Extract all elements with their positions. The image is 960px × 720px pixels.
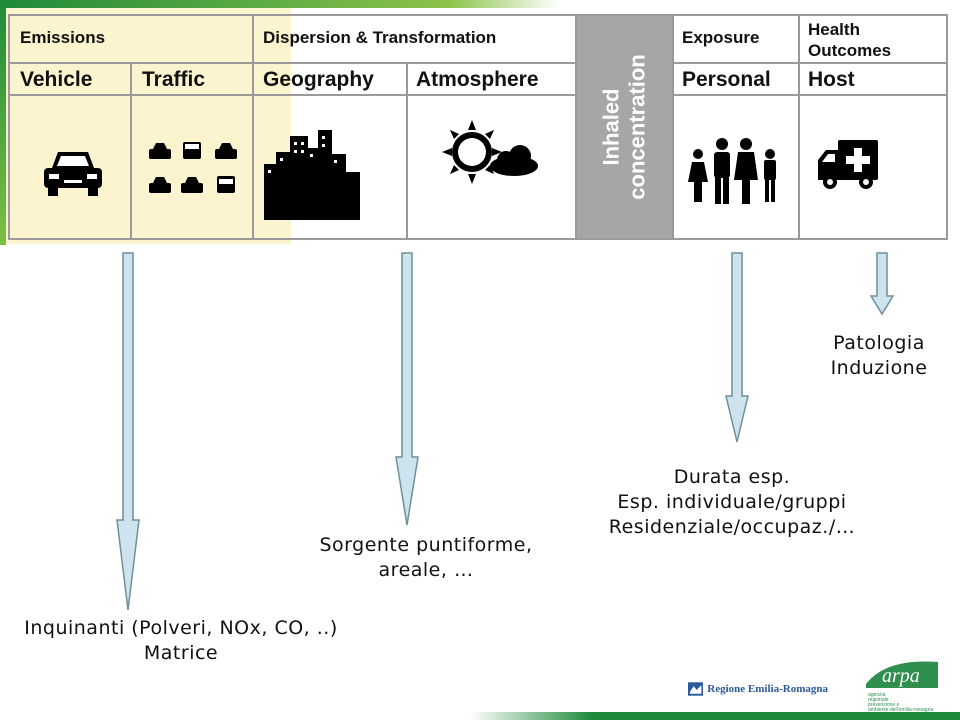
arrow-dispersion bbox=[395, 252, 419, 526]
decorative-band-left bbox=[0, 0, 6, 245]
arpa-sub-4: ambiente dell'emilia-romagna bbox=[868, 707, 934, 713]
decorative-band-top bbox=[0, 0, 560, 8]
subheader-vehicle: Vehicle bbox=[20, 68, 93, 91]
inhaled-concentration-label: Inhaled concentration bbox=[577, 16, 672, 238]
note-pollutants-line-1: Inquinanti (Polveri, NOx, CO, ..) bbox=[24, 617, 338, 639]
inhaled-line-2: concentration bbox=[624, 54, 650, 200]
header-exposure: Exposure bbox=[682, 28, 760, 47]
note-health-line-2: Induzione bbox=[830, 357, 928, 379]
note-exposure-line-1: Durata esp. bbox=[673, 466, 791, 488]
family-icon bbox=[688, 138, 776, 204]
note-exposure-line-3: Residenziale/occupaz./… bbox=[608, 516, 856, 538]
arrow-emissions bbox=[116, 252, 140, 611]
subheader-geography: Geography bbox=[263, 68, 374, 91]
divider-vehicle-traffic bbox=[130, 62, 132, 238]
divider-dispersion-inhaled bbox=[575, 16, 577, 238]
header-emissions: Emissions bbox=[20, 28, 106, 47]
car-icon bbox=[44, 152, 102, 196]
header-dispersion: Dispersion & Transformation bbox=[263, 28, 497, 47]
header-divider-left bbox=[10, 62, 577, 64]
arpa-logo-mark-icon: arpa bbox=[866, 661, 938, 688]
regione-logo-mark-icon bbox=[688, 682, 704, 696]
arpa-sub-3: prevenzione e bbox=[868, 702, 900, 708]
note-source: Sorgente puntiforme, areale, … bbox=[298, 533, 554, 583]
header-divider-right bbox=[672, 62, 948, 64]
inhaled-line-1: Inhaled bbox=[598, 88, 624, 166]
note-exposure: Durata esp. Esp. individuale/gruppi Resi… bbox=[592, 465, 872, 540]
inhaled-column-bg bbox=[577, 16, 672, 238]
arpa-logo: arpa agenzia regionale prevenzione e amb… bbox=[866, 658, 938, 714]
note-exposure-line-2: Esp. individuale/gruppi bbox=[617, 491, 847, 513]
note-health: Patologia Induzione bbox=[804, 331, 954, 381]
subheader-atmosphere: Atmosphere bbox=[416, 68, 539, 91]
divider-inhaled-exposure bbox=[672, 16, 674, 238]
city-skyline-icon bbox=[264, 130, 360, 220]
note-pollutants: Inquinanti (Polveri, NOx, CO, ..) Matric… bbox=[0, 616, 362, 666]
arpa-logo-subtext: agenzia regionale prevenzione e ambiente… bbox=[868, 693, 938, 713]
divider-exposure-health bbox=[798, 16, 800, 238]
header-health-outcomes: Health Outcomes bbox=[808, 19, 891, 61]
divider-geography-atmosphere bbox=[406, 62, 408, 238]
subheader-divider-left bbox=[10, 94, 577, 96]
header-health-line-1: Health bbox=[808, 20, 860, 39]
note-health-line-1: Patologia bbox=[833, 332, 925, 354]
decorative-band-bottom bbox=[470, 712, 960, 720]
subheader-divider-right bbox=[672, 94, 948, 96]
sun-cloud-icon bbox=[442, 120, 538, 184]
note-source-line-1: Sorgente puntiforme, bbox=[319, 534, 533, 556]
emissions-highlight bbox=[6, 8, 291, 244]
traffic-vehicles-icon bbox=[149, 142, 237, 193]
subheader-host: Host bbox=[808, 68, 855, 91]
arrow-health bbox=[870, 252, 894, 316]
subheader-personal: Personal bbox=[682, 68, 771, 91]
ambulance-icon bbox=[818, 140, 878, 189]
subheader-traffic: Traffic bbox=[142, 68, 206, 91]
regione-logo-text: Regione Emilia-Romagna bbox=[707, 683, 828, 695]
arpa-sub-1: agenzia bbox=[868, 692, 886, 698]
arpa-sub-2: regionale bbox=[868, 697, 889, 703]
header-health-line-2: Outcomes bbox=[808, 41, 892, 60]
regione-emilia-romagna-logo: Regione Emilia-Romagna bbox=[688, 678, 828, 700]
note-source-line-2: areale, … bbox=[378, 559, 474, 581]
arrow-exposure bbox=[725, 252, 749, 443]
arpa-logo-word: arpa bbox=[882, 665, 920, 687]
note-pollutants-line-2: Matrice bbox=[143, 642, 219, 664]
exposure-chain-table: Inhaled concentration Emissions Dispersi… bbox=[8, 14, 948, 240]
divider-emissions-dispersion bbox=[252, 16, 254, 238]
